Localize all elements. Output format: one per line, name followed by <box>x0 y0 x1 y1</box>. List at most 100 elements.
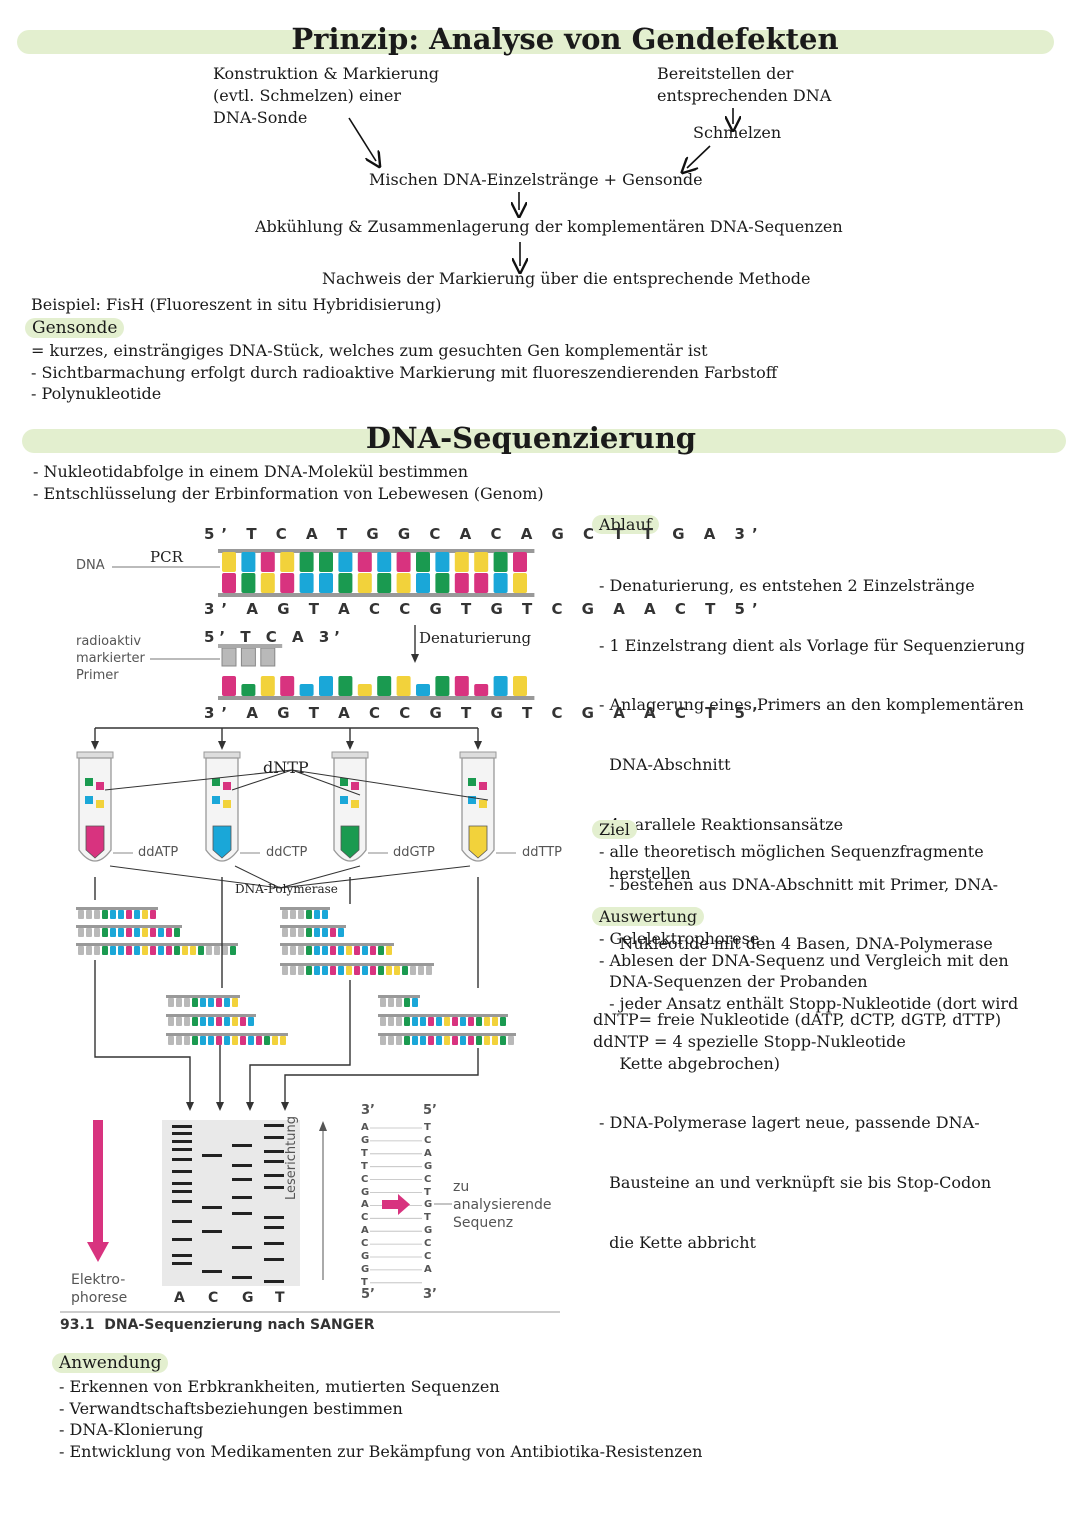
dntp-pointer <box>104 769 293 791</box>
base-a <box>454 573 469 593</box>
ziel-list: - alle theoretisch möglichen Sequenzfrag… <box>599 841 984 884</box>
fragment-base <box>476 1036 482 1045</box>
primer-base <box>240 647 256 667</box>
flow-left-line3: DNA-Sonde <box>213 108 308 127</box>
fragment-base <box>420 1017 426 1026</box>
fragment-base <box>346 946 352 955</box>
fragment-base <box>78 910 84 919</box>
def-dntp: dNTP= freie Nukleotide (dATP, dCTP, dGTP… <box>593 1010 1002 1029</box>
dna-label: DNA <box>76 558 105 573</box>
read-end-right: 3’ <box>423 1287 437 1302</box>
fragment-base <box>142 910 148 919</box>
caption-number: 93.1 <box>60 1317 95 1333</box>
primer-label-3: Primer <box>76 668 119 683</box>
fragment-backbone <box>76 907 158 910</box>
title-highlight-1 <box>17 30 1054 54</box>
flow-line <box>284 1048 479 1107</box>
fragment-base <box>436 1017 442 1026</box>
fragment-base <box>314 946 320 955</box>
auswertung-heading: Auswertung <box>592 906 705 928</box>
fragment-base <box>484 1036 490 1045</box>
fragment-base <box>322 966 328 975</box>
list-item: - Entschlüsselung der Erbinformation von… <box>33 483 544 503</box>
base-t <box>260 676 275 696</box>
dntp-pointer <box>291 769 489 801</box>
fragment-base <box>78 946 84 955</box>
fragment-base <box>192 998 198 1007</box>
flow-right-step: Schmelzen <box>693 123 782 142</box>
base-c <box>338 552 353 572</box>
fragment-base <box>420 1036 426 1045</box>
auswertung-list: - Gelelektrophorese - Ablesen der DNA-Se… <box>599 928 1009 993</box>
fragment-base <box>404 998 410 1007</box>
fragment-base <box>168 1036 174 1045</box>
gel-band <box>202 1154 222 1157</box>
fragment-base <box>184 998 190 1007</box>
gel-band <box>264 1226 284 1229</box>
fragment-base <box>404 1017 410 1026</box>
fragment-base <box>338 966 344 975</box>
fragment-base <box>216 998 222 1007</box>
fragment-base <box>314 966 320 975</box>
fragment-backbone <box>166 1014 256 1017</box>
fragment-base <box>272 1036 278 1045</box>
base-g <box>416 552 430 572</box>
dntp-pointer <box>231 769 293 791</box>
fragment-base <box>354 966 360 975</box>
fragment-base <box>380 1017 386 1026</box>
fragment-base <box>322 910 328 919</box>
read-right-seq: TCAGCTGTGCCA <box>424 1122 433 1275</box>
read-end-left: 5’ <box>361 1287 375 1302</box>
fragment-base <box>110 910 116 919</box>
fragment-base <box>168 1017 174 1026</box>
tube-nucleotide <box>351 782 359 790</box>
fragment-base <box>338 928 344 937</box>
fragment-backbone <box>280 925 346 928</box>
fragment-base <box>396 998 402 1007</box>
flow-right-line2: entsprechenden DNA <box>657 86 832 105</box>
fragment-backbone <box>378 1033 516 1036</box>
fragment-base <box>94 928 100 937</box>
list-item: - Gelelektrophorese <box>599 929 760 948</box>
fragment-base <box>176 998 182 1007</box>
fragment-base <box>410 966 416 975</box>
fragment-base <box>134 910 140 919</box>
fragment-base <box>428 1017 434 1026</box>
stop-nucleotide <box>468 825 488 859</box>
base-t <box>454 552 469 572</box>
fragment-base <box>460 1036 466 1045</box>
base-g <box>377 676 392 696</box>
base-a <box>222 573 236 593</box>
gel-lane-c: C <box>208 1290 219 1306</box>
base-c <box>319 676 333 696</box>
fragment-base <box>452 1036 458 1045</box>
gel-band <box>232 1164 252 1167</box>
base-g <box>319 552 333 572</box>
fragment-base <box>174 946 180 955</box>
electrophoresis-arrow-body <box>93 1120 103 1245</box>
gel-band <box>202 1230 222 1233</box>
fragment-base <box>452 1017 458 1026</box>
fragment-backbone <box>280 943 394 946</box>
fragment-base <box>198 946 204 955</box>
arrow-icon <box>216 1102 224 1111</box>
zu-label-3: Sequenz <box>453 1215 514 1231</box>
fragment-base <box>362 966 368 975</box>
tube-cap <box>76 751 114 759</box>
fragment-base <box>224 1017 230 1026</box>
primer-label-1: radioaktiv <box>76 634 142 649</box>
fragment-base <box>298 946 304 955</box>
list-item: die Kette abbricht <box>599 1232 756 1252</box>
gel-band <box>264 1216 284 1219</box>
example-line: Beispiel: FisH (Fluoreszent in situ Hybr… <box>31 295 442 314</box>
tube-nucleotide <box>223 782 231 790</box>
fragment-base <box>280 1036 286 1045</box>
fragment-base <box>240 1017 246 1026</box>
base-c <box>435 552 450 572</box>
flow-step2: Abkühlung & Zusammenlagerung der komplem… <box>255 217 843 236</box>
gel-lane-t: T <box>275 1290 285 1306</box>
tube-nucleotide <box>351 800 359 808</box>
tube-label-g: ddGTP <box>393 845 435 860</box>
base-a <box>474 573 489 593</box>
fragment-base <box>200 998 206 1007</box>
